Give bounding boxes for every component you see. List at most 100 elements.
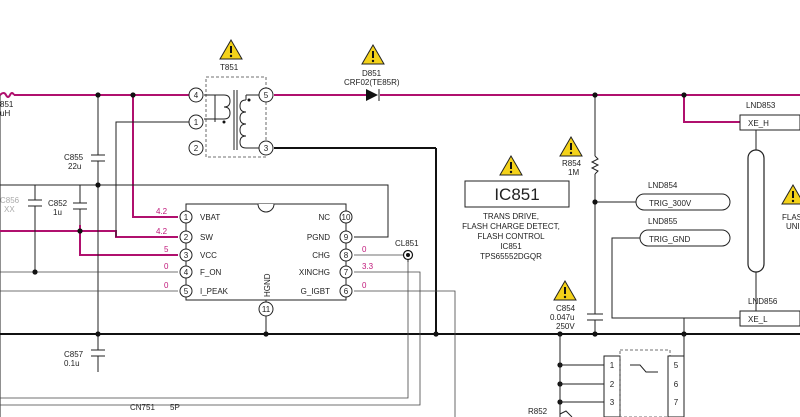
flash-unit-label-1: FLAS: [782, 213, 800, 222]
net-box-trig-gnd: [639, 229, 731, 247]
junction: [681, 92, 687, 98]
t851-pin-number: 2: [194, 144, 199, 153]
trig-gnd-wire: [611, 237, 740, 319]
svg-text:6: 6: [344, 287, 349, 296]
t851-pin-number: 3: [264, 144, 269, 153]
ic-pin-voltage: 3.3: [362, 262, 374, 271]
vcc-pin3-net: [79, 225, 178, 256]
ic-left-pin-1: 1 VBAT 4.2: [156, 207, 220, 224]
junction: [95, 182, 101, 188]
c852-value-label: 1u: [53, 208, 62, 217]
ic851-desc-line-5: TPS65552DGQR: [480, 252, 542, 261]
junction: [592, 199, 598, 205]
flash-unit-label-2: UNI: [786, 222, 800, 231]
ic851-title: IC851: [494, 185, 539, 204]
svg-text:8: 8: [344, 251, 349, 260]
ic-bottom-pin-11: [258, 301, 274, 317]
diode-d851: [366, 89, 380, 101]
connector-pin-7: 7: [674, 398, 679, 407]
chg-net: [0, 254, 409, 399]
c855-value-label: 22u: [68, 162, 81, 171]
capacitor-c855: [91, 154, 105, 162]
g-igbt-net: [354, 290, 456, 417]
sw-pin2-net: [0, 230, 178, 238]
svg-text:10: 10: [342, 213, 351, 222]
ic851-desc-line-4: IC851: [500, 242, 522, 251]
capacitor-c856: [28, 199, 42, 207]
junction: [263, 331, 269, 337]
c857-ref-label: C857: [64, 350, 84, 359]
r852-partial: [559, 410, 573, 417]
ic-left-pin-3: 3 VCC 5: [164, 245, 217, 262]
t851-ref-label: T851: [220, 63, 239, 72]
ic851-title-box: [464, 180, 570, 208]
t851-pin: [258, 87, 274, 103]
cn751-pins-label: 5P: [170, 403, 180, 412]
warning-triangle-icon: [559, 136, 583, 157]
net-box-label-trig-gnd: TRIG_GND: [649, 235, 691, 244]
junction: [130, 92, 136, 98]
warning-triangle-icon: [781, 184, 800, 205]
junction: [592, 331, 598, 337]
svg-text:5: 5: [184, 287, 189, 296]
hgnd-label: HGND: [263, 273, 272, 297]
junction: [95, 92, 101, 98]
r854-ref-label: R854: [562, 159, 582, 168]
ic-left-pin-5: 5 I_PEAK 0: [164, 281, 229, 298]
c854-voltage-label: 250V: [556, 322, 575, 331]
junction: [95, 331, 101, 337]
t851-pin-number: 5: [264, 91, 269, 100]
warning-triangle-icon: [553, 280, 577, 301]
d851-part-label: CRF02(TE85R): [344, 78, 400, 87]
ic-pin-name: SW: [200, 233, 213, 242]
connector-pin-6: 6: [674, 380, 679, 389]
net-box-trig-300v: [635, 193, 731, 211]
net-name-lnd855: LND855: [648, 217, 678, 226]
cn751-ref-label: CN751: [130, 403, 155, 412]
connector-pin-3: 3: [610, 398, 615, 407]
junction: [592, 92, 598, 98]
connector-switch: [630, 364, 658, 373]
ic851-desc-line-3: FLASH CONTROL: [477, 232, 545, 241]
ic-pin-name: F_ON: [200, 268, 222, 277]
capacitor-c857: [91, 345, 105, 361]
junction: [77, 228, 83, 234]
xe-h-net: [683, 95, 740, 123]
warning-triangle-icon: [499, 155, 523, 176]
connector-pin-1: 1: [610, 361, 615, 370]
t851-pin: [188, 114, 204, 130]
ic-pin-voltage: 0: [164, 281, 169, 290]
ic-pin-voltage: 4.2: [156, 227, 168, 236]
capacitor-c854: [587, 313, 603, 321]
t851-pin-number: 4: [194, 91, 199, 100]
ic851-desc-line-2: FLASH CHARGE DETECT,: [462, 222, 560, 231]
inductor-ref-label: 851: [0, 100, 14, 109]
t851-pin: [188, 87, 204, 103]
svg-text:4: 4: [184, 268, 189, 277]
t851-pin-number: 1: [194, 118, 199, 127]
ic-pin-voltage: 0: [362, 281, 367, 290]
c852-ref-label: C852: [48, 199, 68, 208]
ic-right-pin-8: 8 CHG 0: [312, 245, 367, 262]
t851-polarity-dot: [222, 120, 226, 124]
c857-value-label: 0.1u: [64, 359, 80, 368]
xenon-tube: [747, 149, 765, 273]
net-box-xe-l: [739, 310, 800, 327]
junction: [433, 331, 439, 337]
inductor-partial: [0, 92, 15, 98]
svg-text:1: 1: [184, 213, 189, 222]
xinchg-net: [0, 271, 421, 406]
ic-pin-name: CHG: [312, 251, 330, 260]
ic-bottom-pin-number: 11: [262, 305, 271, 314]
ic-right-pin-7: 7 XINCHG 3.3: [299, 262, 374, 279]
net-box-xe-h: [739, 114, 800, 131]
c856-value-label: XX: [4, 205, 15, 214]
net-name-lnd854: LND854: [648, 181, 678, 190]
r852-ref-label: R852: [528, 407, 548, 416]
t851-primary-coil: [204, 94, 231, 120]
ic851-body: [185, 203, 347, 301]
ic851-desc-line-1: TRANS DRIVE,: [483, 212, 539, 221]
net-name-lnd856: LND856: [748, 297, 778, 306]
ic-pin-name: VBAT: [200, 213, 220, 222]
